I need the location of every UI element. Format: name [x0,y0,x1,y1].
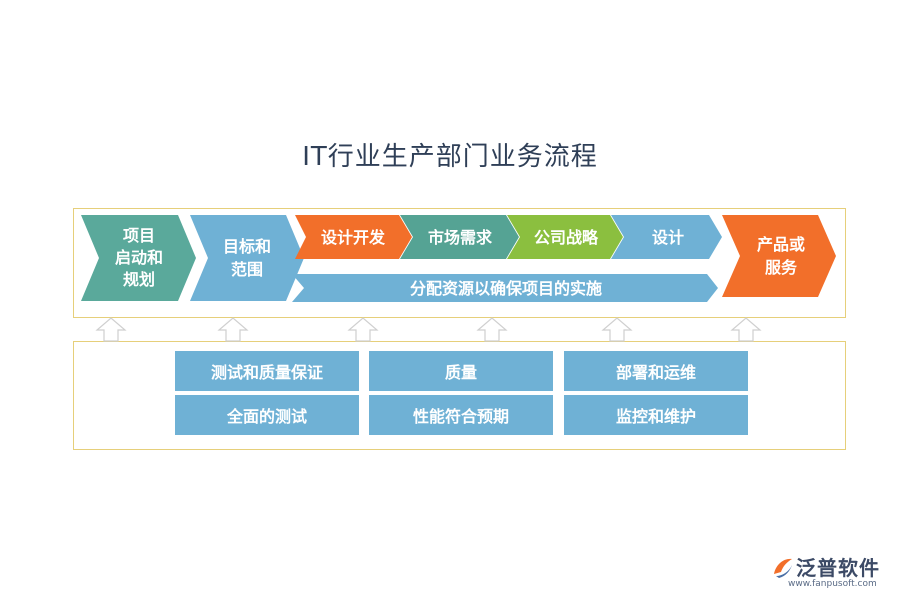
implementation-bar-label: 分配资源以确保项目的实施 [410,279,602,298]
stage-chevron [722,215,836,297]
activity-box: 质量 [369,351,553,391]
activity-box: 监控和维护 [564,395,748,435]
up-arrow-icon [95,317,127,342]
stage-chevron [400,215,519,259]
stage-label: 产品或 [757,235,805,254]
stage-label: 规划 [123,270,155,289]
stage-chevron [190,215,304,301]
activity-box: 部署和运维 [564,351,748,391]
stage-label: 公司战略 [534,228,599,247]
stage-chevron [295,215,412,259]
brand-logo: 泛普软件 www.fanpusoft.com [768,552,898,592]
stage-chevron [81,215,196,301]
stage-label: 设计开发 [321,228,386,247]
up-arrow-icon [476,317,508,342]
stage-label: 设计 [652,228,684,247]
stage-label: 启动和 [115,248,163,267]
process-flow-frame [73,208,846,318]
implementation-bar [292,274,718,302]
stage-chevron [611,215,722,259]
up-arrow-icon [217,317,249,342]
brand-name: 泛普软件 [796,556,880,580]
activity-box: 性能符合预期 [369,395,553,435]
up-arrow-icon [601,317,633,342]
activity-box: 测试和质量保证 [175,351,359,391]
stage-label: 范围 [231,260,263,279]
stage-label: 市场需求 [428,228,493,247]
activity-box: 全面的测试 [175,395,359,435]
brand-logo-icon [774,558,792,578]
stage-chevron [507,215,623,259]
stage-label: 目标和 [223,237,271,256]
stage-label: 服务 [765,258,798,277]
page-title: IT行业生产部门业务流程 [302,142,598,172]
up-arrow-icon [730,317,762,342]
activities-frame [73,341,846,450]
up-arrow-icon [347,317,379,342]
stage-label: 项目 [123,226,155,245]
brand-url: www.fanpusoft.com [788,579,877,589]
